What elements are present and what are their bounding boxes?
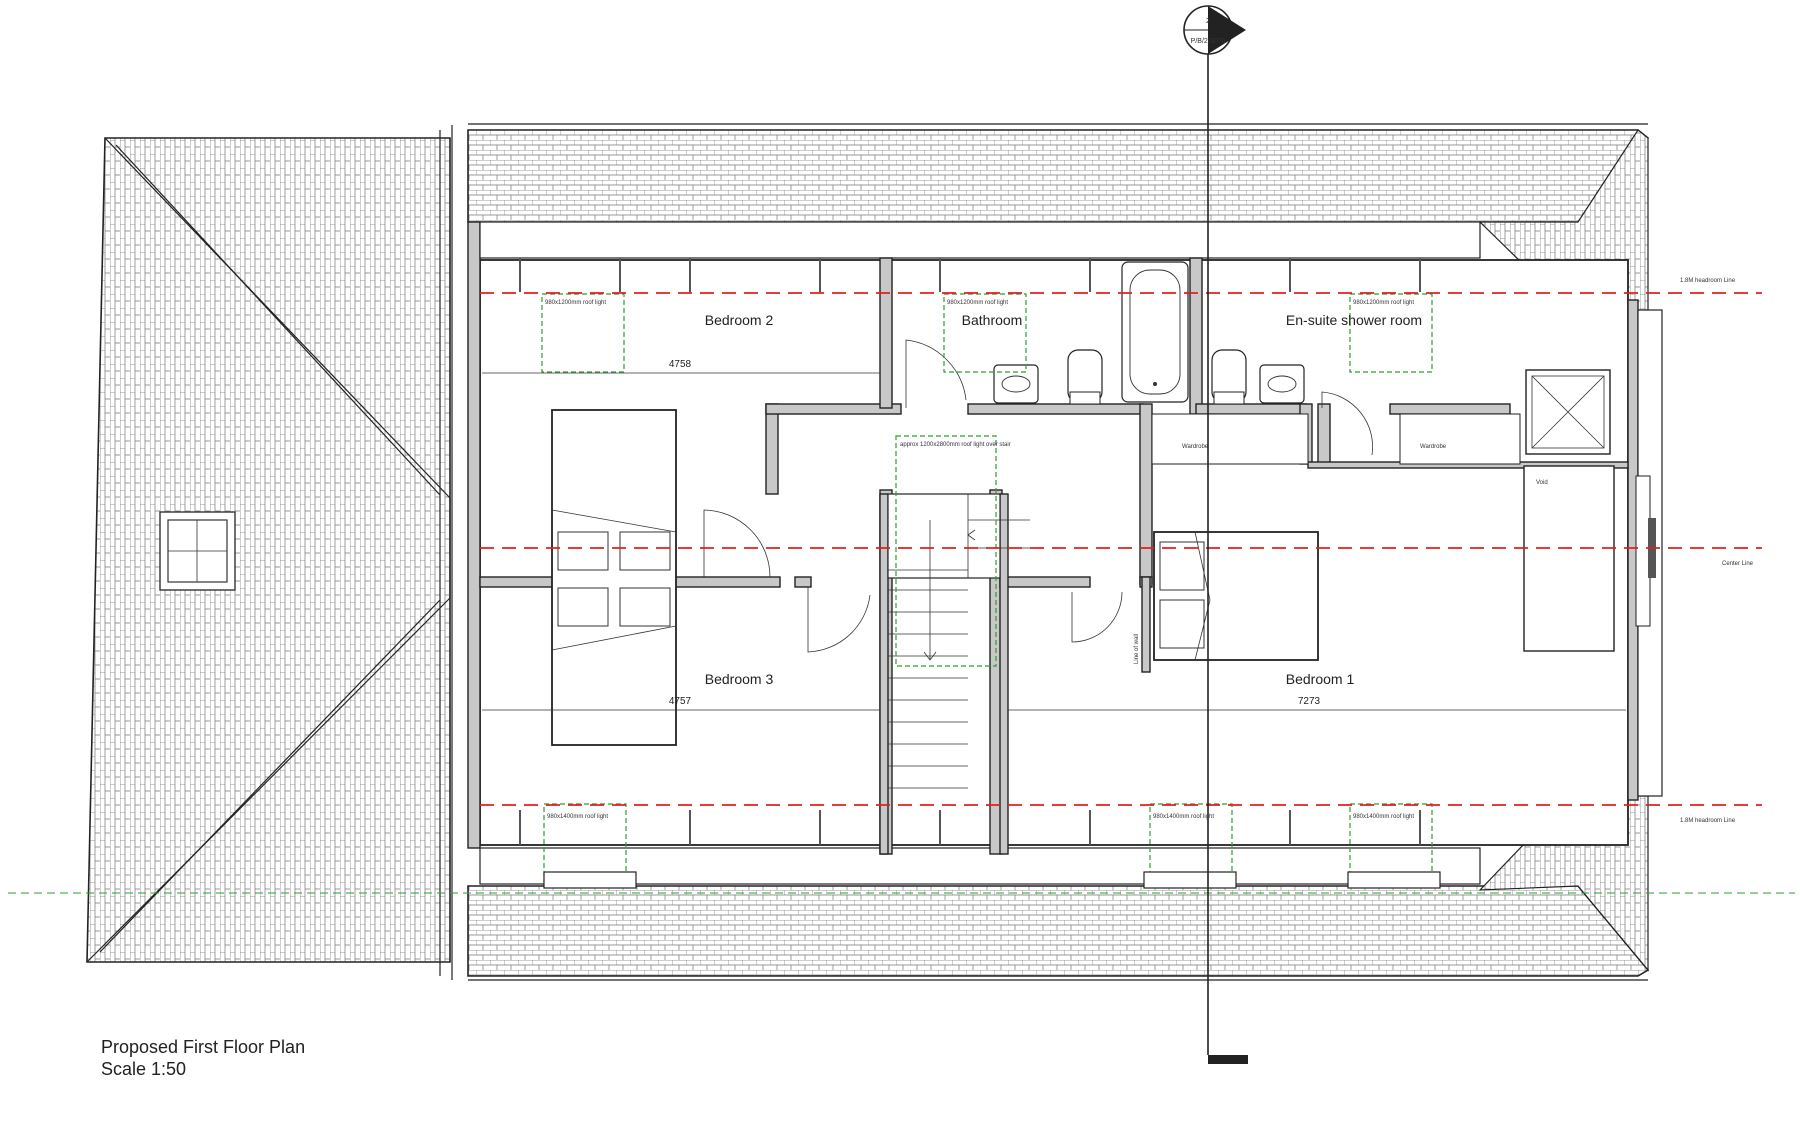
- rooflight-label-top-1: 980x1200mm roof light: [545, 300, 606, 306]
- plan-caption: Proposed First Floor Plan Scale 1:50: [101, 1036, 305, 1080]
- center-line-label: Center Line: [1722, 561, 1754, 567]
- room-label-bedroom-2: Bedroom 2: [705, 312, 774, 328]
- headroom-line-bottom-label: 1.8M headroom Line: [1680, 818, 1736, 824]
- section-reference: P/B/2037/6: [1191, 38, 1226, 45]
- wall-posts: [519, 258, 1421, 845]
- headroom-line-top-label: 1.8M headroom Line: [1680, 278, 1736, 284]
- wardrobe-label-1: Wardrobe: [1182, 444, 1209, 450]
- rooflight-label-top-2: 980x1200mm roof light: [947, 300, 1008, 306]
- bed-right: [1153, 531, 1319, 661]
- bed-left: [551, 409, 677, 746]
- left-roof: [86, 137, 451, 963]
- wardrobe-label-2: Wardrobe: [1420, 444, 1447, 450]
- void-label: Void: [1536, 480, 1548, 486]
- rooflight-label-bottom-3: 980x1400mm roof light: [1353, 814, 1414, 820]
- staircase: [879, 493, 1030, 855]
- bathroom-fixtures: [993, 261, 1611, 455]
- plan-scale: Scale 1:50: [101, 1059, 187, 1079]
- dimension-lines: [482, 372, 1626, 711]
- rooflight-label-stair: approx 1200x2800mm roof light over stair: [900, 442, 1011, 448]
- dimension-bedroom-1: 7273: [1298, 696, 1321, 707]
- roof-window: [159, 511, 236, 591]
- rooflight-label-top-3: 980x1200mm roof light: [1353, 300, 1414, 306]
- section-marker: 2 P/B/2037/6: [1183, 5, 1248, 1064]
- line-of-wall-label: Line of wall: [1134, 634, 1140, 664]
- dimension-bedroom-2: 4758: [669, 359, 692, 370]
- rooflights: [541, 293, 1441, 889]
- room-label-bedroom-3: Bedroom 3: [705, 671, 774, 687]
- room-label-bedroom-1: Bedroom 1: [1286, 671, 1355, 687]
- section-number: 2: [1206, 18, 1210, 25]
- rooflight-label-bottom-2: 980x1400mm roof light: [1153, 814, 1214, 820]
- room-label-bathroom: Bathroom: [962, 312, 1023, 328]
- room-label-ensuite: En-suite shower room: [1286, 312, 1422, 328]
- dimension-bedroom-3: 4757: [669, 696, 692, 707]
- plan-title: Proposed First Floor Plan: [101, 1037, 306, 1057]
- rooflight-label-bottom-1: 980x1400mm roof light: [547, 814, 608, 820]
